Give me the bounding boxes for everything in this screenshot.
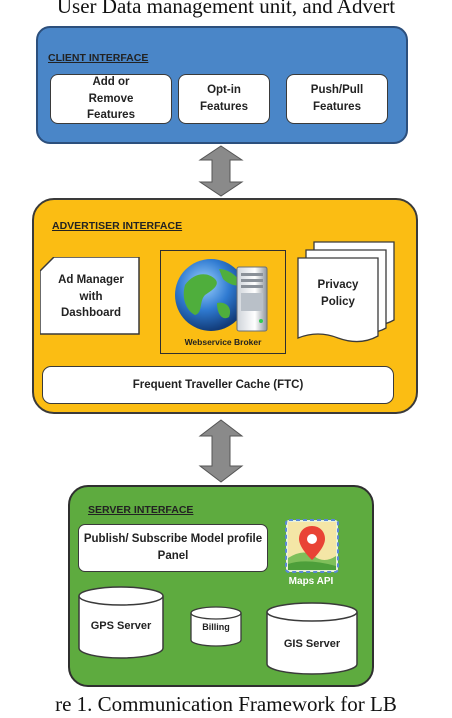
figure-caption: re 1. Communication Framework for LB — [55, 692, 397, 716]
publish-subscribe-label: Publish/ Subscribe Model profile Panel — [83, 533, 263, 562]
server-interface-title: SERVER INTERFACE — [88, 504, 194, 516]
client-interface-title: CLIENT INTERFACE — [48, 52, 149, 64]
gis-server-label: GIS Server — [283, 638, 341, 650]
privacy-policy-box: Privacy Policy — [300, 264, 376, 324]
privacy-policy-label: Privacy Policy — [317, 279, 359, 308]
ad-manager-label: Ad Manager with Dashboard — [58, 273, 124, 320]
push-pull-features-label: Push/Pull Features — [310, 84, 364, 113]
ftc-label: Frequent Traveller Cache (FTC) — [132, 378, 304, 391]
gps-server-cylinder — [78, 586, 164, 659]
advertiser-interface-title: ADVERTISER INTERFACE — [52, 220, 183, 232]
ad-manager-box: Ad Manager with Dashboard — [44, 262, 138, 332]
webservice-broker-box: Webservice Broker — [160, 250, 286, 354]
maps-api-label: Maps API — [288, 576, 334, 587]
opt-in-features-box: Opt-in Features — [178, 74, 270, 124]
opt-in-features-label: Opt-in Features — [200, 84, 248, 113]
ftc-box: Frequent Traveller Cache (FTC) — [42, 366, 394, 404]
billing-label: Billing — [202, 622, 230, 632]
push-pull-features-box: Push/Pull Features — [286, 74, 388, 124]
globe-server-icon — [175, 259, 268, 332]
maps-pin-icon — [285, 519, 339, 573]
add-remove-features-label: Add or Remove Features — [87, 76, 135, 122]
privacy-policy-stack — [297, 241, 395, 343]
gps-server-label: GPS Server — [90, 620, 152, 632]
ad-manager-shape — [40, 257, 140, 335]
gis-server-cylinder — [266, 602, 358, 675]
add-remove-features-box: Add or Remove Features — [50, 74, 172, 124]
maps-api-box: Maps API — [276, 516, 346, 594]
header-text: User Data management unit, and Advert — [56, 0, 396, 18]
webservice-broker-label: Webservice Broker — [184, 337, 262, 347]
billing-cylinder — [190, 606, 242, 647]
publish-subscribe-panel: Publish/ Subscribe Model profile Panel — [78, 524, 268, 572]
